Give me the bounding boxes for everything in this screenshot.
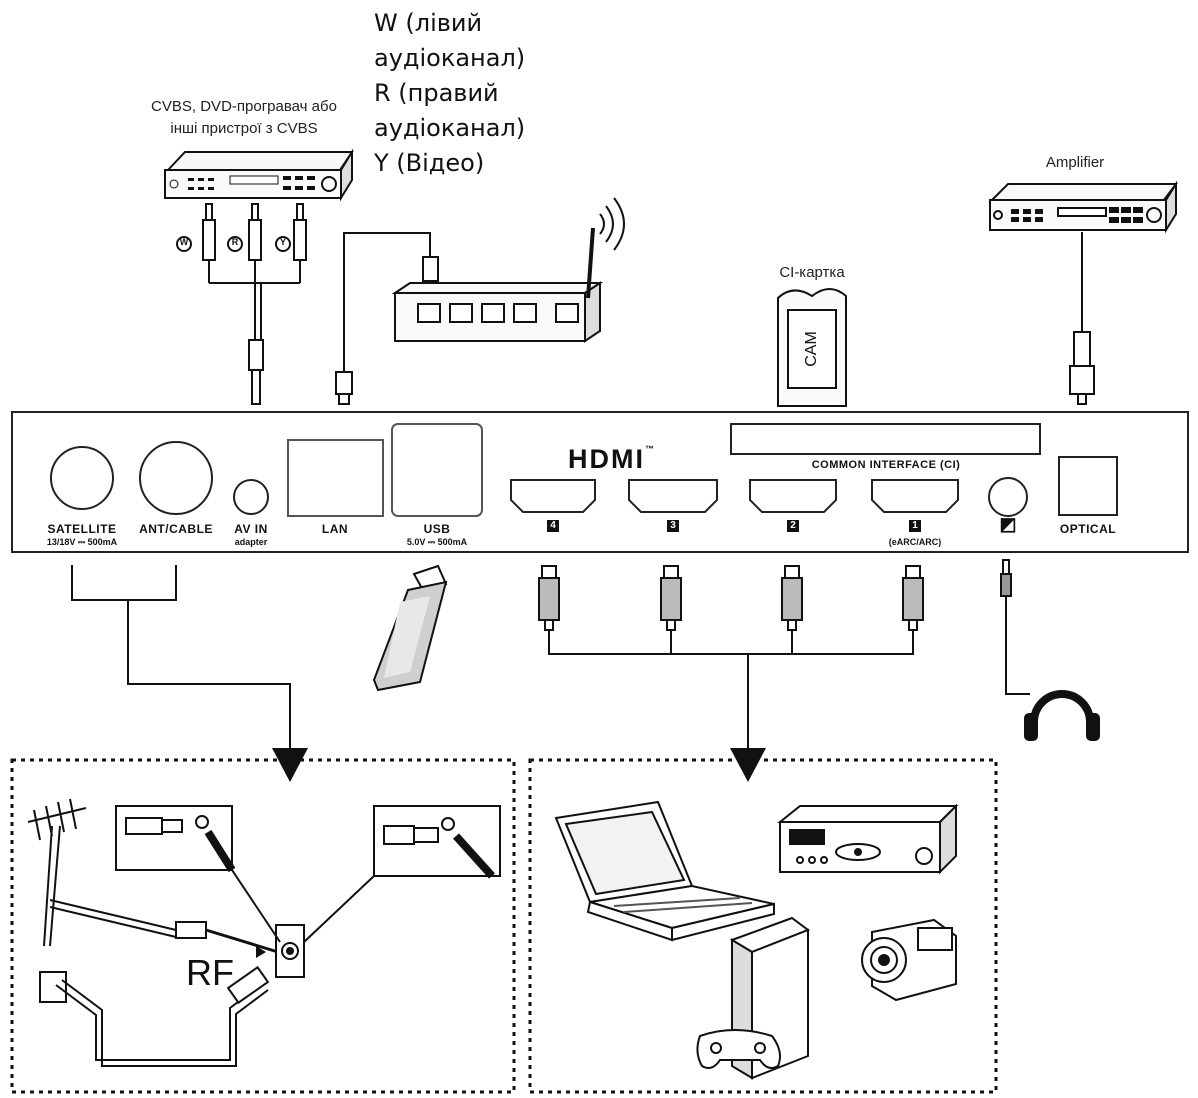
laptop-icon xyxy=(554,800,775,942)
headphones-icon xyxy=(1000,559,1100,741)
hdmi-port-1-label: 1 xyxy=(909,520,921,532)
hdmi-port-2-label: 2 xyxy=(787,520,799,532)
satellite-sublabel: 13/18V ⎓ 500mA xyxy=(46,537,118,547)
blu-ray-player-icon xyxy=(777,803,959,875)
audio-channels-legend: W (лівий аудіоканал) R (правий аудіокана… xyxy=(374,6,525,181)
rca-w-label: W xyxy=(179,237,189,247)
ant-cable-label: ANT/CABLE xyxy=(139,522,213,536)
headphone-icon: ◩ xyxy=(999,514,1017,534)
arrow-to-devices-box xyxy=(730,748,766,782)
amplifier-label: Amplifier xyxy=(1045,154,1105,171)
rf-label: RF xyxy=(186,952,234,993)
router-icon xyxy=(391,197,625,343)
devices-box-frame xyxy=(528,758,998,1094)
amplifier-icon xyxy=(989,180,1178,405)
hdmi-cables-icon xyxy=(538,565,924,752)
cam-label: CAM xyxy=(803,331,820,367)
cvbs-device-label-line2: інші пристрої з CVBS xyxy=(170,120,318,137)
cam-card-icon xyxy=(777,288,847,407)
hdmi-tm: ™ xyxy=(645,444,654,454)
rca-y-label: Y xyxy=(279,237,286,247)
ci-card-label: CI-картка xyxy=(779,264,845,281)
hdmi-port-4-label: 4 xyxy=(547,520,559,532)
optical-label: OPTICAL xyxy=(1059,522,1117,536)
common-interface-label: COMMON INTERFACE (CI) xyxy=(811,459,961,471)
audio-legend-line4: аудіоканал) xyxy=(374,114,526,142)
audio-legend-line2: аудіоканал) xyxy=(374,44,526,72)
audio-legend-line5: Y (Відео) xyxy=(374,149,485,177)
hdmi-logo-text: HDMI xyxy=(568,444,645,474)
satellite-label: SATELLITE xyxy=(47,522,117,536)
rca-r-label: R xyxy=(231,237,239,247)
av-in-sublabel: adapter xyxy=(234,537,268,547)
audio-legend-line1: W (лівий xyxy=(374,9,483,37)
lan-label: LAN xyxy=(321,522,349,536)
usb-label: USB xyxy=(423,522,451,536)
tv-rear-panel xyxy=(11,411,1189,553)
cvbs-device-label-line1: CVBS, DVD-програвач або xyxy=(151,98,337,115)
av-in-label: AV IN xyxy=(234,522,268,536)
camcorder-icon xyxy=(861,918,957,1002)
arrow-to-antenna-box xyxy=(272,748,308,782)
antenna-illustration xyxy=(27,798,501,1067)
rca-cable-icon xyxy=(176,203,307,405)
usb-sublabel: 5.0V ⎓ 500mA xyxy=(406,537,468,547)
audio-legend-line3: R (правий xyxy=(374,79,499,107)
hdmi-port-3-label: 3 xyxy=(667,520,679,532)
usb-stick-icon xyxy=(372,564,448,692)
rf-connection-lines xyxy=(71,565,291,752)
hdmi-logo: HDMI™ xyxy=(568,444,654,475)
hdmi1-sublabel: (eARC/ARC) xyxy=(888,537,942,547)
cvbs-device-label: CVBS, DVD-програвач або інші пристрої з … xyxy=(138,96,350,140)
antenna-box-frame xyxy=(10,758,516,1094)
dvd-player-icon xyxy=(164,148,354,202)
game-console-icon xyxy=(696,916,811,1080)
